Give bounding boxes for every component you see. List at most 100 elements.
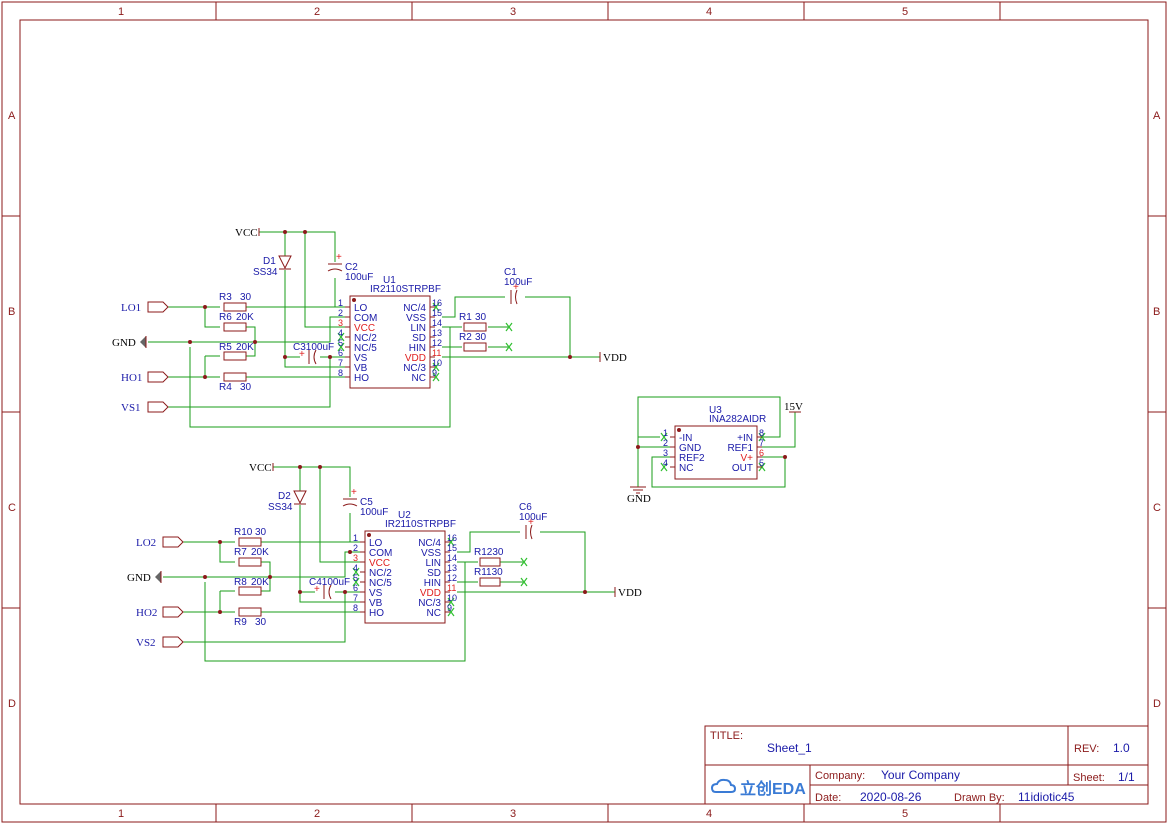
r9-ref: R9 (234, 617, 247, 628)
vdd-net-label: VDD (603, 352, 627, 364)
pin-number: 16 (447, 533, 457, 543)
pin-number: 11 (447, 583, 456, 593)
pin-name: -IN (679, 433, 692, 444)
r3-value: 30 (240, 292, 252, 303)
amp-junctions (636, 445, 787, 459)
capacitor-c3: + C3100uF (293, 342, 334, 365)
r9-value: 30 (255, 617, 267, 628)
vs2-net-label: VS2 (136, 637, 156, 649)
svg-text:+: + (351, 487, 357, 498)
lo2-port: LO2 (136, 536, 184, 549)
r6-value: 20K (236, 312, 254, 323)
pin-name: LO (354, 303, 368, 314)
pin-number: 13 (447, 563, 457, 573)
junction (328, 355, 332, 359)
drawn-by-label: Drawn By: (954, 792, 1005, 804)
ho1-port: HO1 (121, 371, 169, 384)
c4-label: C4100uF (309, 577, 350, 588)
resistor-r10: R10 30 (234, 527, 267, 547)
u1-part: IR2110STRPBF (370, 284, 441, 295)
pin-name: NC/2 (354, 333, 377, 344)
row-label: C (8, 502, 16, 514)
pin-name: LO (369, 538, 383, 549)
no-connect-marks-2 (352, 537, 528, 617)
pin-name: HO (369, 608, 384, 619)
col-label: 5 (902, 6, 908, 18)
pin-name: VSS (421, 548, 441, 559)
capacitor-c2: + C2 100uF (327, 252, 373, 283)
d2-value: SS34 (268, 502, 293, 513)
svg-text:+: + (299, 349, 305, 360)
junction (348, 550, 352, 554)
r2-value: 30 (475, 332, 487, 343)
d2-ref: D2 (278, 491, 291, 502)
junction (203, 575, 207, 579)
pin-name: VSS (406, 313, 426, 324)
pin-name: VB (354, 363, 368, 374)
gnd-net-label: GND (127, 572, 151, 584)
junction (298, 465, 302, 469)
junction (218, 610, 222, 614)
pin-number: 14 (432, 318, 442, 328)
row-label: D (1153, 698, 1161, 710)
svg-text:+: + (314, 584, 320, 595)
r10-ref: R10 (234, 527, 253, 538)
pin-name: NC (427, 608, 441, 619)
pin-name: VDD (420, 588, 441, 599)
col-label: 4 (706, 808, 712, 820)
r8-value: 20K (251, 577, 269, 588)
c3-label: C3100uF (293, 342, 334, 353)
amp-wires (637, 396, 796, 488)
pin-name: NC/3 (403, 363, 426, 374)
c6-ref: C6 (519, 502, 532, 513)
date-label: Date: (815, 792, 841, 804)
u3-ref: U3 (709, 405, 722, 416)
c2-ref: C2 (345, 262, 358, 273)
ho2-port: HO2 (136, 606, 184, 619)
pin-number: 6 (338, 348, 343, 358)
drawn-by-value: 11idiotic45 (1018, 790, 1075, 804)
circuit-1-junctions (188, 230, 572, 379)
pin-name: VCC (354, 323, 375, 334)
pin-number: 14 (447, 553, 457, 563)
r7-value: 20K (251, 547, 269, 558)
company-value: Your Company (881, 768, 960, 782)
resistor-r7: R7 20K (234, 547, 269, 567)
pin-number: 3 (353, 553, 358, 563)
frame-row-labels: A B C D A B C D (8, 110, 1161, 710)
r4-value: 30 (240, 382, 252, 393)
no-connect-marks-1 (337, 302, 513, 382)
vcc-net-label: VCC (249, 462, 272, 474)
pin-number: 8 (338, 368, 343, 378)
r3-ref: R3 (219, 292, 232, 303)
pin-name: LIN (410, 323, 426, 334)
pin-name: NC/4 (418, 538, 441, 549)
capacitor-c4: + C4100uF (309, 577, 350, 600)
r2-ref: R2 (459, 332, 472, 343)
pin-number: 4 (338, 328, 343, 338)
pin-name: OUT (732, 463, 753, 474)
col-label: 5 (902, 808, 908, 820)
u2-ref: U2 (398, 510, 411, 521)
resistor-r4: R4 30 (219, 372, 252, 393)
pin-number: 1 (663, 428, 668, 438)
vdd-net-1: VDD (599, 352, 627, 364)
row-label: A (8, 110, 16, 122)
pin-number: 7 (338, 358, 343, 368)
junction (583, 590, 587, 594)
junction (283, 230, 287, 234)
pin-number: 2 (338, 308, 343, 318)
r12-label: R1230 (474, 547, 504, 558)
col-label: 2 (314, 808, 320, 820)
r1-value: 30 (475, 312, 487, 323)
pin-number: 7 (759, 438, 764, 448)
date-value: 2020-08-26 (860, 790, 922, 804)
pin-name: HO (354, 373, 369, 384)
col-label: 2 (314, 6, 320, 18)
capacitor-c1: + C1 100uF (504, 267, 532, 305)
junction (268, 575, 272, 579)
